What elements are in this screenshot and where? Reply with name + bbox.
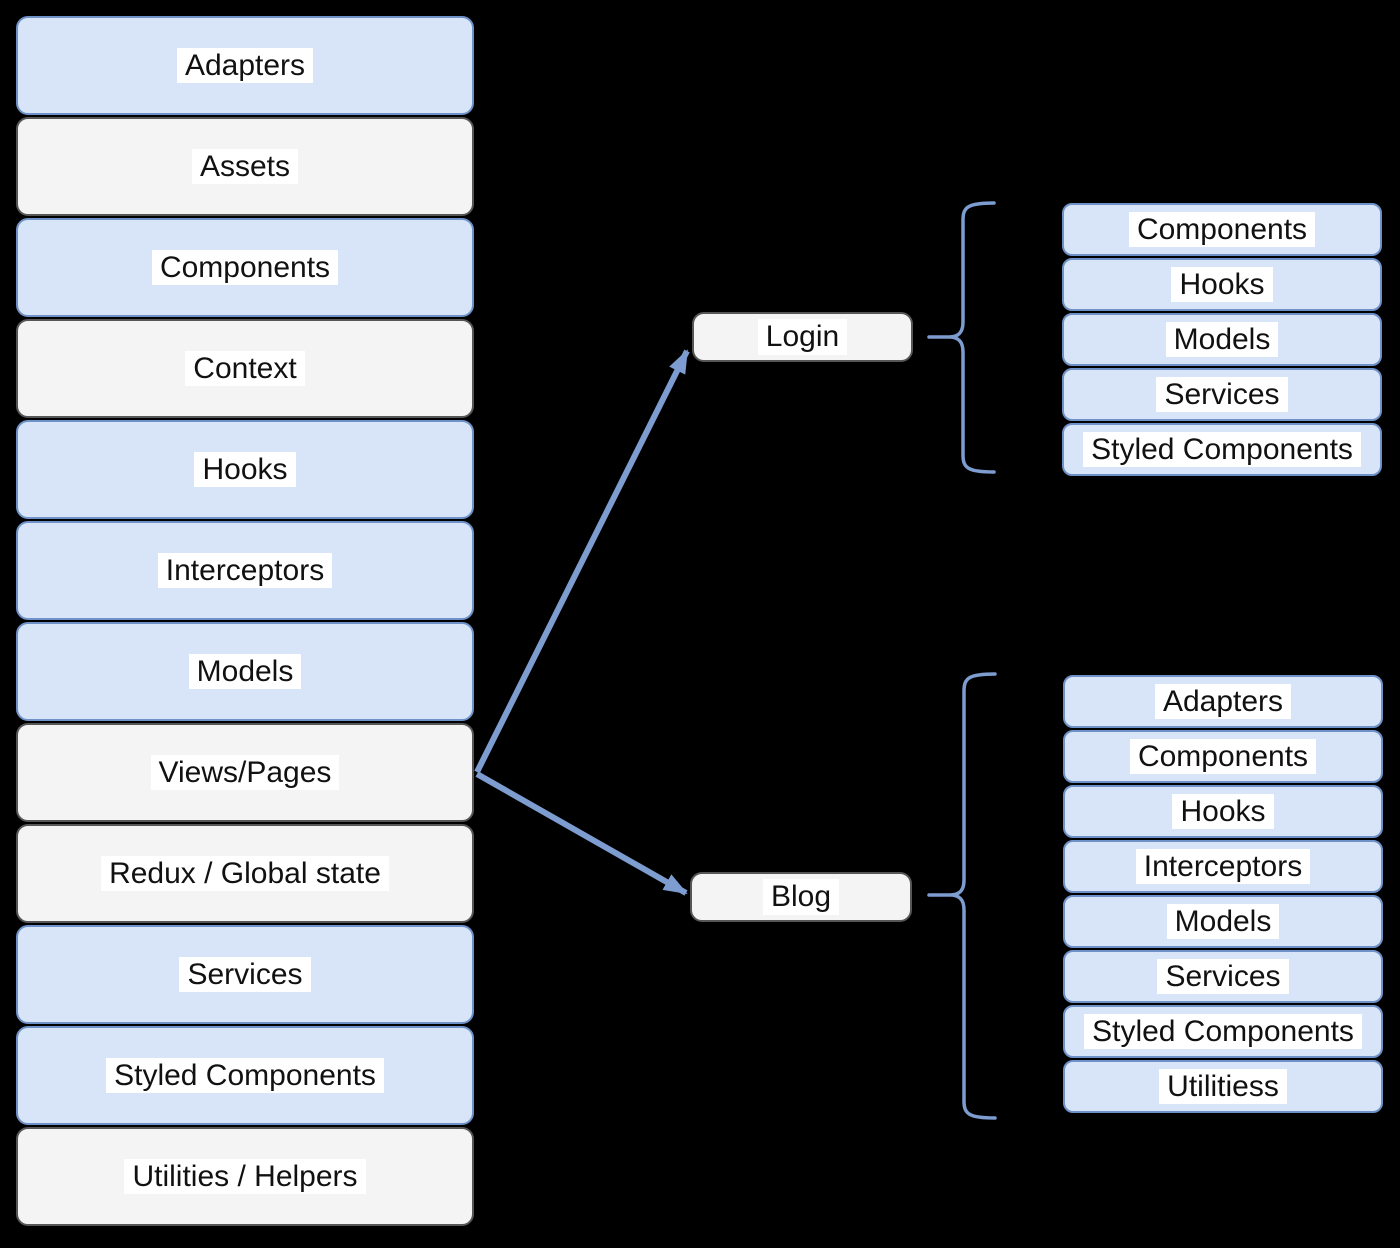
blog-folder-styled-components: Styled Components — [1063, 1005, 1383, 1058]
folder-label: Redux / Global state — [101, 855, 389, 892]
folder-label: Services — [179, 956, 311, 993]
brace-login-children — [927, 201, 996, 474]
folder-label: Models — [188, 653, 302, 690]
page-node-login: Login — [692, 312, 913, 362]
login-folder-components: Components — [1062, 203, 1382, 256]
folder-context: Context — [16, 319, 474, 418]
folder-label: Interceptors — [1135, 848, 1311, 885]
folder-label: Adapters — [1154, 683, 1292, 720]
arrow-views-to-login — [474, 349, 690, 774]
blog-folder-utilitiess: Utilitiess — [1063, 1060, 1383, 1113]
login-folder-services: Services — [1062, 368, 1382, 421]
folder-label: Assets — [191, 148, 299, 185]
folder-adapters: Adapters — [16, 16, 474, 115]
folder-redux-global-state: Redux / Global state — [16, 824, 474, 923]
folder-label: Styled Components — [106, 1057, 384, 1094]
page-node-label: Blog — [762, 879, 840, 915]
blog-folder-adapters: Adapters — [1063, 675, 1383, 728]
folder-components: Components — [16, 218, 474, 317]
arrow-views-to-blog — [475, 771, 688, 896]
blog-folder-interceptors: Interceptors — [1063, 840, 1383, 893]
folder-hooks: Hooks — [16, 420, 474, 519]
folder-styled-components: Styled Components — [16, 1026, 474, 1125]
folder-label: Components — [151, 249, 339, 286]
page-node-blog: Blog — [690, 872, 912, 922]
folder-utilities-helpers: Utilities / Helpers — [16, 1127, 474, 1226]
folder-interceptors: Interceptors — [16, 521, 474, 620]
login-children-list: Components Hooks Models Services Styled … — [1062, 203, 1382, 476]
folder-label: Utilities / Helpers — [124, 1158, 366, 1195]
folder-label: Views/Pages — [150, 754, 340, 791]
folder-label: Utilitiess — [1159, 1068, 1287, 1105]
folder-label: Services — [1156, 376, 1288, 413]
folder-label: Components — [1129, 738, 1317, 775]
blog-folder-hooks: Hooks — [1063, 785, 1383, 838]
blog-folder-components: Components — [1063, 730, 1383, 783]
folder-label: Components — [1128, 211, 1316, 248]
folder-label: Hooks — [1171, 266, 1273, 303]
folder-label: Hooks — [194, 451, 296, 488]
folder-label: Interceptors — [157, 552, 333, 589]
brace-blog-children — [927, 672, 997, 1120]
folder-label: Models — [1165, 321, 1279, 358]
login-folder-styled-components: Styled Components — [1062, 423, 1382, 476]
page-node-label: Login — [757, 319, 848, 355]
folder-models: Models — [16, 622, 474, 721]
blog-children-list: Adapters Components Hooks Interceptors M… — [1063, 675, 1383, 1113]
folder-label: Styled Components — [1083, 431, 1361, 468]
folder-label: Hooks — [1172, 793, 1274, 830]
folder-assets: Assets — [16, 117, 474, 216]
login-folder-models: Models — [1062, 313, 1382, 366]
folder-label: Styled Components — [1084, 1013, 1362, 1050]
folder-views-pages: Views/Pages — [16, 723, 474, 822]
folder-label: Services — [1157, 958, 1289, 995]
blog-folder-models: Models — [1063, 895, 1383, 948]
login-folder-hooks: Hooks — [1062, 258, 1382, 311]
folder-label: Adapters — [176, 47, 314, 84]
folder-label: Models — [1166, 903, 1280, 940]
folder-services: Services — [16, 925, 474, 1024]
folder-label: Context — [185, 350, 305, 387]
blog-folder-services: Services — [1063, 950, 1383, 1003]
project-structure-column: Adapters Assets Components Context Hooks… — [16, 16, 474, 1226]
